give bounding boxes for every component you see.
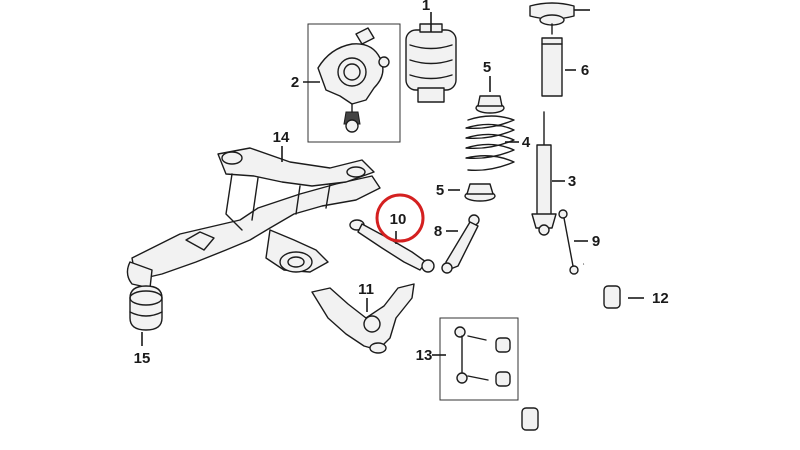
part-2-knuckle	[307, 23, 401, 143]
callout-5b: 5	[436, 182, 444, 199]
callout-9: 9	[592, 233, 600, 250]
part-13-link-kit	[439, 317, 519, 401]
leader-lines	[141, 9, 644, 356]
callout-4: 4	[522, 134, 531, 151]
callout-14: 14	[273, 129, 290, 146]
part-1-air-spring	[405, 22, 457, 103]
callout-15: 15	[134, 350, 151, 367]
callout-11: 11	[358, 281, 374, 298]
part-3-shock-absorber	[531, 111, 557, 236]
part-5-upper-isolator	[475, 95, 505, 114]
callout-8: 8	[434, 223, 442, 240]
part-6-dust-boot	[529, 2, 575, 97]
callout-5a: 5	[483, 59, 491, 76]
callout-10: 10	[390, 211, 407, 228]
part-11-lower-control-arm	[311, 283, 415, 354]
part-14-crossmember	[126, 147, 381, 289]
part-15-bushing	[129, 285, 163, 331]
callout-13: 13	[416, 347, 433, 364]
callout-12: 12	[652, 290, 669, 307]
callout-1: 1	[422, 0, 430, 14]
part-5-lower-isolator	[464, 183, 496, 202]
part-9-stabilizer-link	[558, 209, 579, 275]
part-12-stabilizer-bar	[454, 262, 621, 450]
callout-3: 3	[568, 173, 576, 190]
callout-6: 6	[581, 62, 589, 79]
highlight-circle	[375, 193, 425, 243]
part-4-coil-spring	[465, 115, 515, 172]
callout-2: 2	[291, 74, 299, 91]
part-8-link-arm	[441, 214, 480, 274]
